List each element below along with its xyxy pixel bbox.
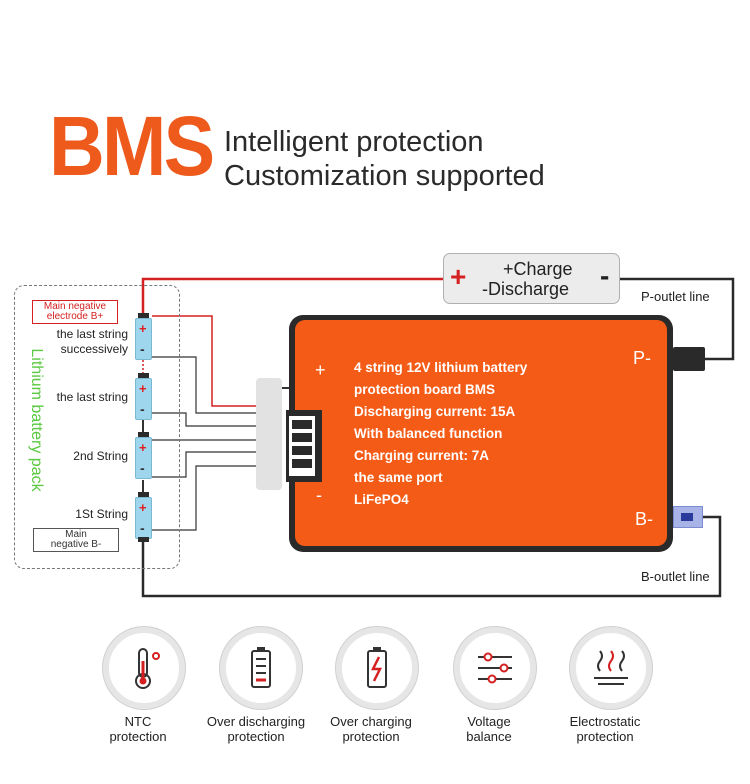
feature-label-line-1: Over charging	[330, 714, 412, 729]
battery-pack-label: Lithium battery pack	[28, 348, 45, 492]
feature-label-line-2: balance	[466, 729, 512, 744]
board-spec-line: 4 string 12V lithium battery	[354, 360, 528, 375]
bms-board	[295, 320, 667, 546]
board-spec-line: Discharging current: 15A	[354, 404, 516, 419]
feature-label-line-2: protection	[109, 729, 167, 744]
balance-wire-2	[152, 412, 258, 427]
tagline-line-1: Intelligent protection	[224, 126, 484, 158]
over-charging-badge	[336, 627, 418, 709]
b-outlet-label: B-outlet line	[641, 569, 710, 584]
feature-label-line-2: protection	[227, 729, 285, 744]
discharge-label: -Discharge	[482, 279, 570, 299]
cell-plus: +	[139, 440, 147, 455]
cell-plus: +	[139, 381, 147, 396]
p-outlet-label: P-outlet line	[641, 289, 710, 304]
callout-b-minus-line-1: Main	[65, 529, 87, 540]
cell-label-4-line-2: successively	[60, 342, 128, 356]
cell-minus: -	[140, 460, 145, 476]
cell-label-4-line-1: the last string	[56, 327, 128, 341]
voltage-balance-badge	[454, 627, 536, 709]
p-outlet-wire	[620, 277, 735, 361]
main-positive-wire	[141, 277, 443, 318]
electrostatic-icon	[594, 650, 628, 685]
charge-discharge-box	[443, 253, 620, 304]
callout-b-plus-line-2: electrode B+	[46, 311, 104, 322]
battery-cell-4	[135, 318, 152, 360]
feature-label-line-2: protection	[342, 729, 400, 744]
feature-label-over-discharging: Over discharging protection	[191, 714, 321, 744]
battery-charging-icon	[367, 647, 387, 688]
board-spec-line: the same port	[354, 470, 443, 485]
feature-label-ntc: NTC protection	[73, 714, 203, 744]
over-discharging-badge	[220, 627, 302, 709]
feature-label-voltage-balance: Voltage balance	[424, 714, 554, 744]
balance-connector-housing	[256, 378, 282, 490]
balance-wire-5	[152, 465, 258, 531]
p-terminal-plug	[673, 347, 705, 371]
cell-cap	[138, 313, 149, 318]
battery-low-icon	[251, 647, 271, 688]
callout-b-plus: Main negative electrode B+	[32, 300, 118, 324]
board-spec-line: Charging current: 7A	[354, 448, 490, 463]
callout-b-plus-line-1: Main negative	[43, 301, 107, 312]
balance-wire-4	[152, 451, 258, 478]
electrostatic-badge	[570, 627, 652, 709]
board-b-terminal: B-	[635, 509, 653, 529]
board-spec-line: With balanced function	[354, 426, 503, 441]
cell-minus: -	[140, 401, 145, 417]
feature-label-line-1: Electrostatic	[569, 714, 641, 729]
charge-plus-sign: +	[450, 261, 467, 292]
balance-connector-pins	[289, 416, 315, 476]
charge-minus-sign: -	[600, 260, 610, 291]
cell-minus: -	[140, 341, 145, 357]
feature-label-electrostatic: Electrostatic protection	[540, 714, 670, 744]
cell-plus: +	[139, 500, 147, 515]
cell-label-1: 1St String	[75, 507, 128, 521]
feature-label-line-1: Voltage	[467, 714, 511, 729]
cell-cap	[138, 537, 149, 542]
callout-b-minus: Main negative B-	[33, 528, 119, 552]
feature-label-line-1: Over discharging	[206, 714, 306, 729]
cell-cap	[138, 373, 149, 378]
feature-label-line-2: protection	[576, 729, 634, 744]
thermometer-icon	[135, 648, 160, 689]
b-terminal-screw	[681, 513, 693, 521]
board-plus: +	[315, 360, 326, 380]
cell-cap	[138, 492, 149, 497]
battery-cell-3	[135, 378, 152, 420]
cell-plus: +	[139, 321, 147, 336]
battery-pack-frame	[14, 285, 180, 569]
board-minus: -	[316, 485, 322, 505]
balance-wire-red	[152, 315, 258, 407]
board-p-terminal: P-	[633, 348, 651, 368]
feature-label-line-1: NTC	[124, 714, 152, 729]
balance-wire-1	[152, 356, 258, 414]
b-outlet-wire	[141, 515, 722, 598]
cell-minus: -	[140, 520, 145, 536]
board-spec-line: protection board BMS	[354, 382, 495, 397]
battery-cell-2	[135, 437, 152, 479]
cell-label-2: 2nd String	[73, 449, 128, 463]
cell-label-3: the last string	[56, 390, 128, 404]
charge-label: +Charge	[503, 259, 573, 279]
cell-label-4: the last string successively	[10, 327, 128, 357]
brand-logo: BMS	[49, 99, 215, 193]
ntc-protection-badge	[103, 627, 185, 709]
tagline-line-2: Customization supported	[224, 160, 545, 192]
board-spec-line: LiFePO4	[354, 492, 409, 507]
callout-b-minus-line-2: negative B-	[50, 539, 102, 550]
sliders-icon	[478, 652, 512, 684]
feature-label-over-charging: Over charging protection	[306, 714, 436, 744]
cell-cap	[138, 432, 149, 437]
